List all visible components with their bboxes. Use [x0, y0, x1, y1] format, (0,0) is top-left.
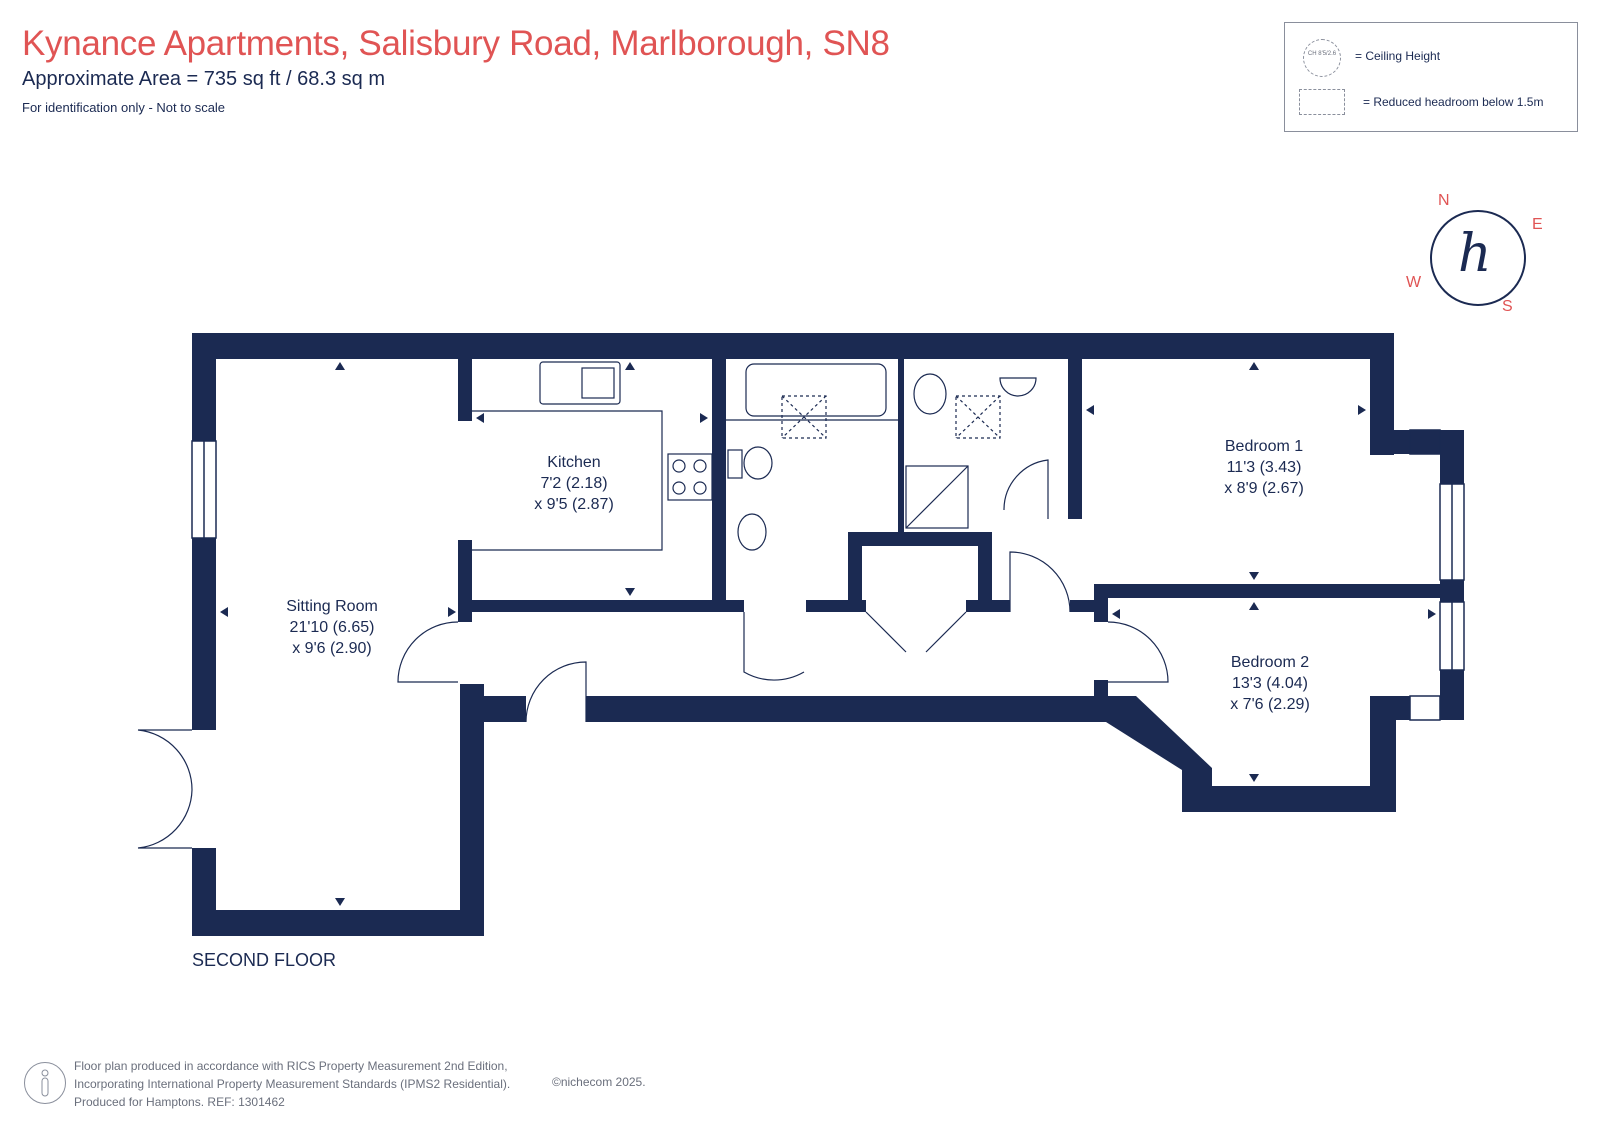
reduced-headroom-label: = Reduced headroom below 1.5m — [1363, 95, 1544, 109]
bedroom2-label: Bedroom 2 13'3 (4.04) x 7'6 (2.29) — [1230, 652, 1310, 715]
kitchen-dim2: x 9'5 (2.87) — [534, 496, 614, 513]
compass-south: S — [1502, 298, 1513, 315]
dimension-arrows — [220, 362, 1436, 906]
compass-north: N — [1438, 192, 1450, 209]
walls — [192, 333, 1464, 936]
kitchen-label: Kitchen 7'2 (2.18) x 9'5 (2.87) — [534, 452, 614, 515]
plan-title: Kynance Apartments, Salisbury Road, Marl… — [22, 24, 890, 63]
legend-box: CH 8'5/2.6 = Ceiling Height = Reduced he… — [1284, 22, 1578, 132]
sitting-room-label: Sitting Room 21'10 (6.65) x 9'6 (2.90) — [286, 596, 378, 659]
kitchen-name: Kitchen — [547, 454, 601, 471]
ceiling-height-label: = Ceiling Height — [1355, 49, 1441, 63]
copyright: ©nichecom 2025. — [552, 1075, 646, 1089]
sitting-room-dim2: x 9'6 (2.90) — [292, 640, 372, 657]
bedroom2-dim2: x 7'6 (2.29) — [1230, 696, 1310, 713]
bedroom1-label: Bedroom 1 11'3 (3.43) x 8'9 (2.67) — [1224, 436, 1304, 499]
approximate-area: Approximate Area = 735 sq ft / 68.3 sq m — [22, 68, 385, 90]
bedroom1-dim1: 11'3 (3.43) — [1226, 459, 1302, 476]
bedroom1-name: Bedroom 1 — [1224, 438, 1304, 455]
person-info-icon — [24, 1062, 66, 1104]
hamptons-logo-icon: h — [1458, 224, 1492, 284]
bedroom1-dim2: x 8'9 (2.67) — [1224, 480, 1304, 497]
footer-text: Floor plan produced in accordance with R… — [74, 1057, 510, 1111]
bedroom2-dim1: 13'3 (4.04) — [1231, 675, 1308, 692]
footer-line3: Produced for Hamptons. REF: 1301462 — [74, 1095, 285, 1109]
fixtures — [472, 361, 1037, 551]
kitchen-dim1: 7'2 (2.18) — [540, 475, 608, 492]
bedroom2-name: Bedroom 2 — [1230, 654, 1310, 671]
windows — [191, 429, 1465, 721]
compass-east: E — [1532, 216, 1543, 233]
sitting-room-name: Sitting Room — [286, 598, 378, 615]
scale-disclaimer: For identification only - Not to scale — [22, 100, 226, 115]
ceiling-height-icon: CH 8'5/2.6 — [1303, 39, 1341, 77]
compass: h N E S W — [1398, 186, 1558, 326]
footer-line2: Incorporating International Property Mea… — [74, 1077, 511, 1091]
sitting-room-dim1: 21'10 (6.65) — [289, 619, 375, 636]
doors — [137, 459, 1169, 849]
floor-label: SECOND FLOOR — [192, 950, 337, 970]
footer-line1: Floor plan produced in accordance with R… — [74, 1059, 508, 1073]
compass-west: W — [1406, 274, 1422, 291]
compass-ring-icon — [1430, 210, 1526, 306]
reduced-headroom-icon — [1299, 89, 1345, 115]
